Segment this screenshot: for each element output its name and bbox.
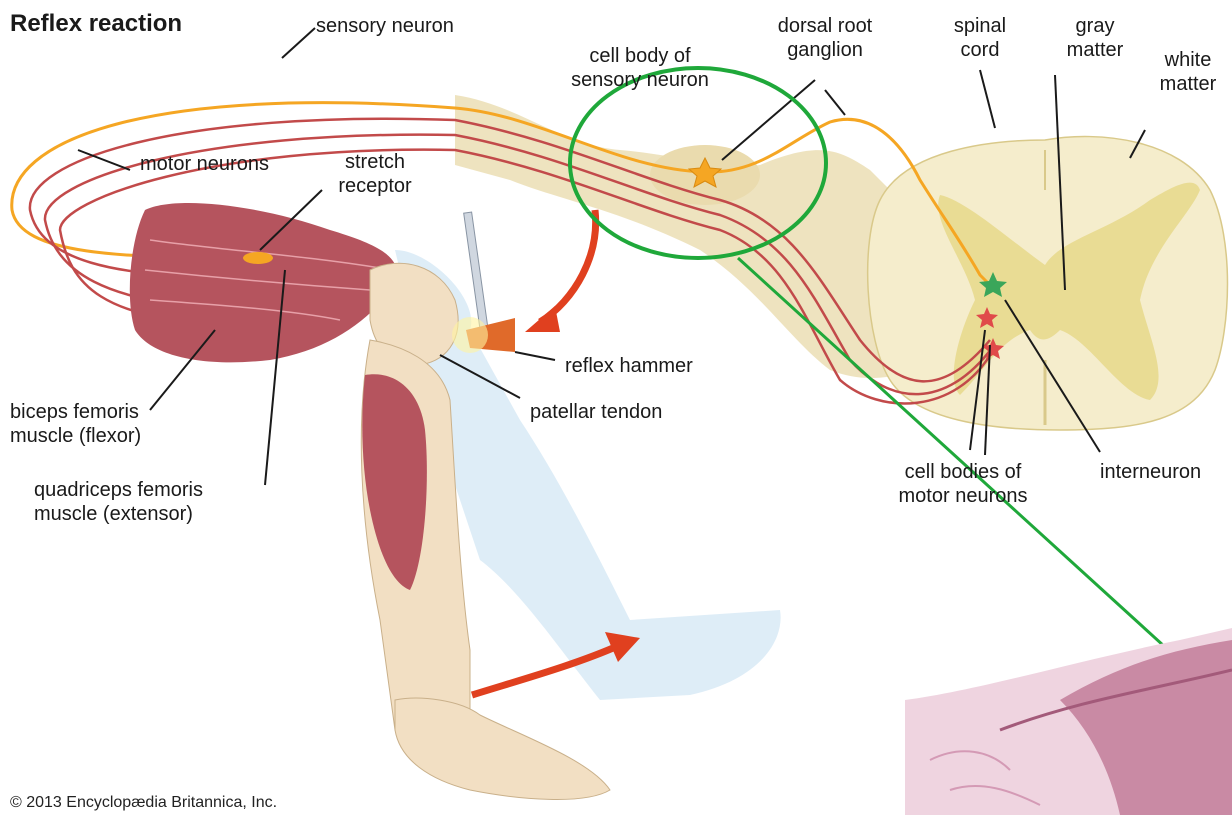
label-cell-body-sensory-neuron: cell body of sensory neuron [560, 44, 720, 92]
foot [395, 698, 610, 799]
label-stretch-receptor: stretch receptor [325, 150, 425, 198]
histology-inset [905, 628, 1232, 815]
label-gray-matter: gray matter [1055, 14, 1135, 62]
hammer-strike-arrow [540, 210, 596, 322]
label-quadriceps-femoris: quadriceps femoris muscle (extensor) [34, 478, 203, 526]
label-spinal-cord: spinal cord [940, 14, 1020, 62]
thigh-muscle [130, 203, 397, 362]
label-cell-bodies-motor-neurons: cell bodies of motor neurons [878, 460, 1048, 508]
diagram-title: Reflex reaction [10, 10, 182, 38]
stretch-receptor-shape [243, 252, 273, 264]
label-motor-neurons: motor neurons [140, 152, 269, 176]
label-sensory-neuron: sensory neuron [316, 14, 454, 38]
reflex-hammer-shape [452, 212, 515, 353]
copyright-notice: © 2013 Encyclopædia Britannica, Inc. [10, 794, 277, 812]
label-dorsal-root-ganglion: dorsal root ganglion [770, 14, 880, 62]
label-interneuron: interneuron [1100, 460, 1201, 484]
label-biceps-femoris: biceps femoris muscle (flexor) [10, 400, 141, 448]
label-white-matter: white matter [1148, 48, 1228, 96]
label-reflex-hammer: reflex hammer [565, 354, 693, 378]
label-patellar-tendon: patellar tendon [530, 400, 662, 424]
